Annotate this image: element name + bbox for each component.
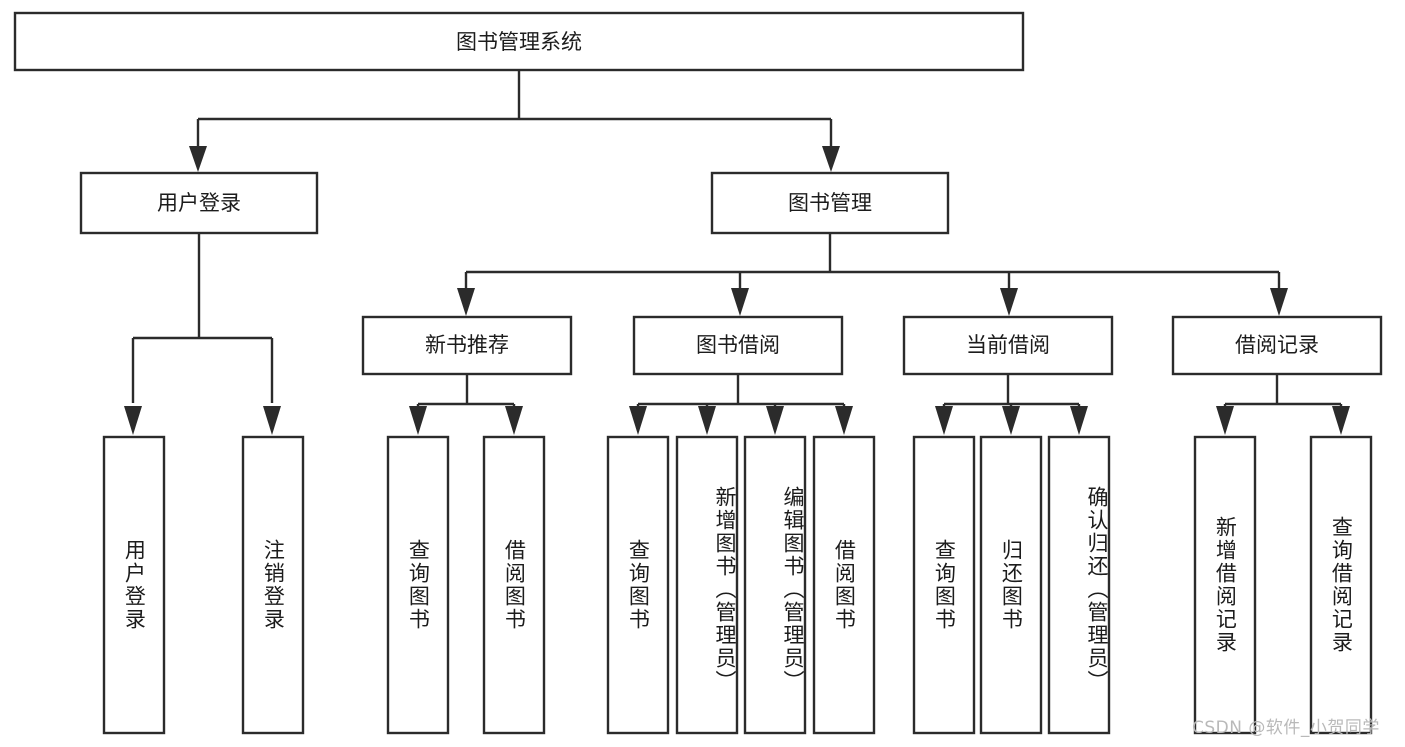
arrow-head-nb-leaf-1 bbox=[409, 406, 427, 435]
node-book-management-rect bbox=[710, 171, 950, 235]
arrow-head-user-login bbox=[189, 146, 207, 172]
node-root-book-management-system[interactable]: 图书管理系统 bbox=[13, 11, 1025, 72]
node-book-borrow-rect bbox=[632, 315, 844, 376]
leaf-bb-query-book-rect[interactable] bbox=[606, 435, 670, 735]
arrow-head-bb-leaf-4 bbox=[835, 406, 853, 435]
arrow-head-current-borrow bbox=[1000, 288, 1018, 316]
leaf-bb-edit-book-rect[interactable] bbox=[743, 435, 807, 735]
leaf-br-query-record-rect[interactable] bbox=[1309, 435, 1373, 735]
leaf-cb-query-book-rect[interactable] bbox=[912, 435, 976, 735]
arrow-head-cb-leaf-3 bbox=[1070, 406, 1088, 435]
node-root-rect bbox=[13, 11, 1025, 72]
arrow-head-borrow-record bbox=[1270, 288, 1288, 316]
node-new-book-recommend-label: 新书推荐 bbox=[425, 333, 509, 357]
csdn-watermark: CSDN @软件_小贺同学 bbox=[1192, 718, 1380, 738]
node-user-login-label: 用户登录 bbox=[157, 191, 241, 215]
node-current-borrow-rect bbox=[902, 315, 1114, 376]
node-book-management-label: 图书管理 bbox=[788, 191, 872, 215]
node-borrow-record-rect bbox=[1171, 315, 1383, 376]
arrow-head-leaf-logout bbox=[263, 406, 281, 435]
node-book-management[interactable]: 图书管理 bbox=[710, 171, 950, 235]
arrow-head-bb-leaf-2 bbox=[698, 406, 716, 435]
node-user-login[interactable]: 用户登录 bbox=[79, 171, 319, 235]
arrow-head-cb-leaf-1 bbox=[935, 406, 953, 435]
leaf-nb-borrow-book-rect[interactable] bbox=[482, 435, 546, 735]
leaf-cb-confirm-return-rect[interactable] bbox=[1047, 435, 1111, 735]
arrow-head-book-borrow bbox=[731, 288, 749, 316]
node-root-label: 图书管理系统 bbox=[456, 30, 582, 54]
leaf-logout-rect[interactable] bbox=[241, 435, 305, 735]
leaf-nb-query-book-rect[interactable] bbox=[386, 435, 450, 735]
arrow-head-bb-leaf-3 bbox=[766, 406, 784, 435]
node-new-book-recommend-rect bbox=[361, 315, 573, 376]
arrow-head-book-management bbox=[822, 146, 840, 172]
node-current-borrow[interactable]: 当前借阅 bbox=[902, 315, 1114, 376]
node-book-borrow[interactable]: 图书借阅 bbox=[632, 315, 844, 376]
arrow-head-nb-leaf-2 bbox=[505, 406, 523, 435]
node-current-borrow-label: 当前借阅 bbox=[966, 333, 1050, 357]
arrow-head-leaf-user-login bbox=[124, 406, 142, 435]
leaf-user-login-rect[interactable] bbox=[102, 435, 166, 735]
arrow-head-br-leaf-1 bbox=[1216, 406, 1234, 435]
arrow-head-br-leaf-2 bbox=[1332, 406, 1350, 435]
node-borrow-record-label: 借阅记录 bbox=[1235, 333, 1319, 357]
leaf-bb-add-book-rect[interactable] bbox=[675, 435, 739, 735]
node-borrow-record[interactable]: 借阅记录 bbox=[1171, 315, 1383, 376]
arrow-head-new-book bbox=[457, 288, 475, 316]
arrow-head-bb-leaf-1 bbox=[629, 406, 647, 435]
leaf-cb-return-book-rect[interactable] bbox=[979, 435, 1043, 735]
node-new-book-recommend[interactable]: 新书推荐 bbox=[361, 315, 573, 376]
leaf-bb-borrow-book-rect[interactable] bbox=[812, 435, 876, 735]
arrow-head-cb-leaf-2 bbox=[1002, 406, 1020, 435]
node-book-borrow-label: 图书借阅 bbox=[696, 333, 780, 357]
leaf-br-add-record-rect[interactable] bbox=[1193, 435, 1257, 735]
